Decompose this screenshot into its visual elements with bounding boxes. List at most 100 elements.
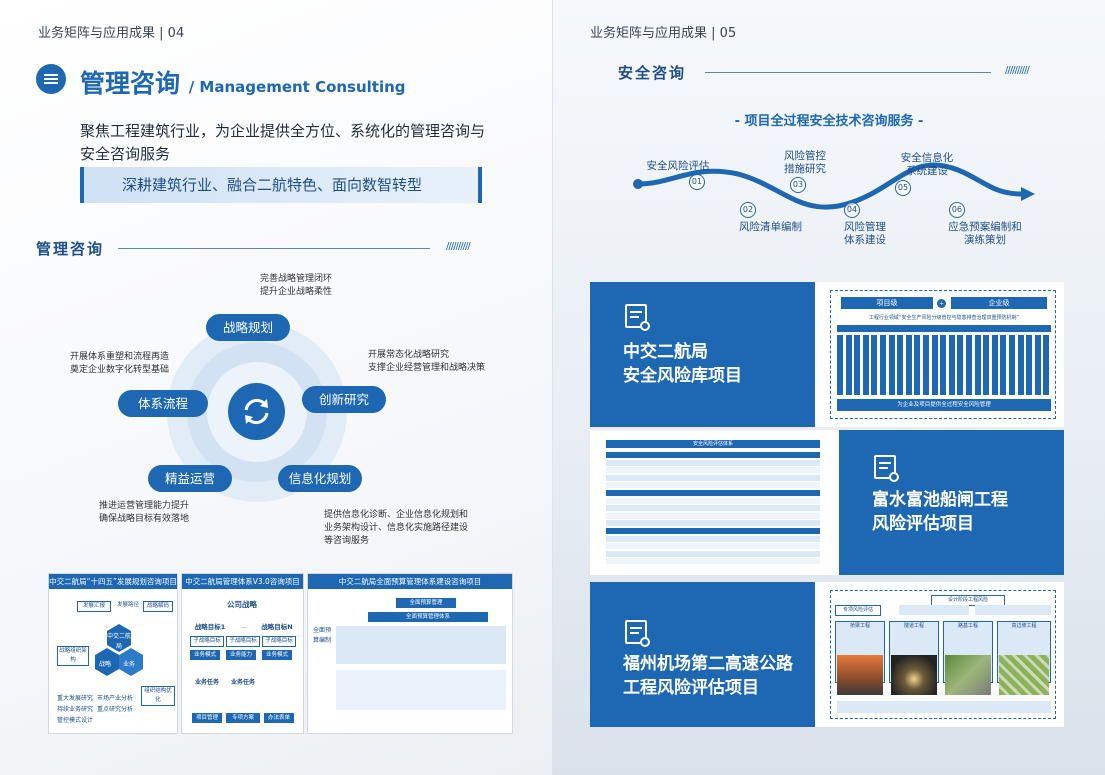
panel-label: 子战略目标 (190, 636, 224, 647)
header-section: 业务矩阵与应用成果 (590, 26, 708, 41)
slope-photo (999, 655, 1049, 695)
table-row (606, 528, 820, 534)
cycle-node: 体系流程 (118, 390, 208, 417)
diagram-footer (837, 701, 1051, 713)
left-page: 业务矩阵与应用成果 | 04 管理咨询 / Management Consult… (0, 0, 552, 775)
page-header: 业务矩阵与应用成果 | 04 (38, 22, 184, 41)
risk-column (931, 335, 938, 395)
project-card: 福州机场第二高速公路 工程风险评估项目 设计阶段工程风险 专项风险评估 桥梁工程… (590, 582, 1064, 727)
risk-column (1026, 335, 1033, 395)
table-row (606, 512, 820, 519)
panel-label: 专项方案 (226, 713, 260, 723)
risk-column (1043, 335, 1050, 395)
title-en: / Management Consulting (188, 78, 406, 96)
risk-column (914, 335, 921, 395)
table-row (606, 497, 820, 504)
table-row (606, 482, 820, 489)
document-search-icon (625, 304, 650, 331)
panel-label: 战略目标1 (194, 623, 226, 631)
panel-label: 业务 (122, 661, 135, 668)
risk-column (837, 335, 843, 395)
risk-column (1017, 335, 1024, 395)
panel-label: 持续业务研究 (56, 706, 93, 713)
diagram-stage-box (975, 605, 1051, 615)
project-name: 富水富池船闸工程 风险评估项目 (872, 490, 1008, 534)
section-divider (705, 72, 991, 73)
process-step-label: 风险管控 措施研究 (784, 150, 826, 175)
slogan-banner: 深耕建筑行业、融合二航特色、面向数智转型 (80, 167, 482, 203)
panel-label: 全面预算管理体系 (368, 612, 488, 622)
process-step-label: 安全信息化 系统建设 (900, 152, 954, 177)
header-section: 业务矩阵与应用成果 (38, 26, 156, 41)
panel-label: 战略 (98, 661, 111, 668)
risk-column (880, 335, 886, 395)
diagram-label: 安全风险评估体系 (606, 440, 820, 448)
table-row (606, 550, 820, 557)
panel-label: 组织 (112, 675, 125, 682)
project-diagram: 设计阶段工程风险 专项风险评估 桥梁工程 隧道工程 路基工程 高边坡工程 (830, 590, 1056, 719)
panel-title: 中交二航局管理体系V3.0咨询项目 (182, 574, 303, 589)
document-search-icon (625, 620, 650, 647)
panel-label: 公司战略 (227, 600, 257, 609)
panel-label: 业务模式 (262, 650, 292, 660)
plus-icon: + (937, 299, 946, 308)
cycle-note: 开展体系重塑和流程再造 奠定企业数字化转型基础 (70, 352, 170, 375)
panel-label: 重大发展研究 (56, 695, 93, 702)
hexagon-graphic (95, 624, 143, 676)
tunnel-photo (891, 655, 937, 695)
risk-column (974, 335, 981, 395)
table-row (606, 535, 820, 542)
panel-label: 管控模式设计 (56, 717, 93, 724)
process-step-label: 风险管理 体系建设 (844, 221, 886, 246)
process-step-label: 应急预案编制和 演练策划 (948, 221, 1022, 246)
cycle-note: 完善战略管理闭环 提升企业战略柔性 (260, 274, 333, 297)
risk-column (940, 335, 947, 395)
panel-label: 子战略目标 (226, 636, 260, 647)
panel-label: 发展汇报 (77, 601, 111, 612)
dash-decoration: ////////// (1005, 65, 1030, 76)
risk-assessment-table (606, 452, 820, 568)
panel-title: 中交二航局全面预算管理体系建设咨询项目 (308, 574, 512, 589)
page-number: 05 (719, 26, 737, 41)
page-number: 04 (167, 26, 185, 41)
section-title: 管理咨询 (36, 240, 105, 258)
panel-label: 全面预算管理 (396, 598, 456, 608)
budget-control-grid (336, 670, 506, 710)
cycle-node: 精益运营 (148, 465, 232, 492)
right-page: 业务矩阵与应用成果 | 05 安全咨询 ////////// - 项目全过程安全… (553, 0, 1105, 775)
risk-column (871, 335, 878, 395)
panel-label: 业务模式 (190, 650, 220, 660)
panel-label: 组织结构优化 (141, 686, 175, 706)
panel-label: 办法表单 (264, 713, 294, 723)
panel-label: 市场产业分析 (96, 695, 133, 702)
process-step-label: 安全风险评估 (646, 160, 710, 172)
diagram-label: 项目级 (841, 297, 933, 309)
header-separator: | (707, 26, 720, 41)
project-panel: 中交二航局“十四五”发展规划咨询项目 发展汇报 发展路径 战略解码 中交二航局 … (48, 573, 178, 734)
table-row (606, 467, 820, 474)
table-row (606, 459, 820, 466)
risk-column (1000, 335, 1007, 395)
panel-label: 全面预算编制 (312, 627, 331, 644)
process-step-number: 05 (895, 180, 911, 196)
process-step-number: 06 (949, 202, 965, 218)
project-diagram: 安全风险评估体系 (600, 438, 826, 567)
project-name: 福州机场第二高速公路 工程风险评估项目 (623, 654, 793, 698)
project-title-block: 中交二航局 安全风险库项目 (590, 282, 815, 427)
panel-label: 战略目标N (261, 623, 293, 631)
panel-label: 战略组织架构 (57, 646, 89, 666)
cycle-note: 提供信息化诊断、企业信息化规划和 业务架构设计、信息化实施路径建设 等咨询服务 (324, 510, 469, 546)
panel-label: 中交二航局 (107, 633, 132, 650)
table-row (606, 543, 820, 550)
panel-label: … (241, 623, 247, 630)
risk-column (923, 335, 929, 395)
diagram-label: 专项风险评估 (835, 605, 881, 616)
risk-column (1009, 335, 1015, 395)
diagram-label: 工程行业领域“安全生产风险分级管控与隐患排查治理双重预防机制” (868, 315, 1020, 321)
panel-label: 业务任务 (194, 679, 219, 686)
table-row (606, 520, 820, 527)
process-step-label: 风险清单编制 (739, 221, 802, 233)
risk-column (948, 335, 955, 395)
title-cn: 管理咨询 (80, 69, 181, 98)
risk-column (862, 335, 869, 395)
